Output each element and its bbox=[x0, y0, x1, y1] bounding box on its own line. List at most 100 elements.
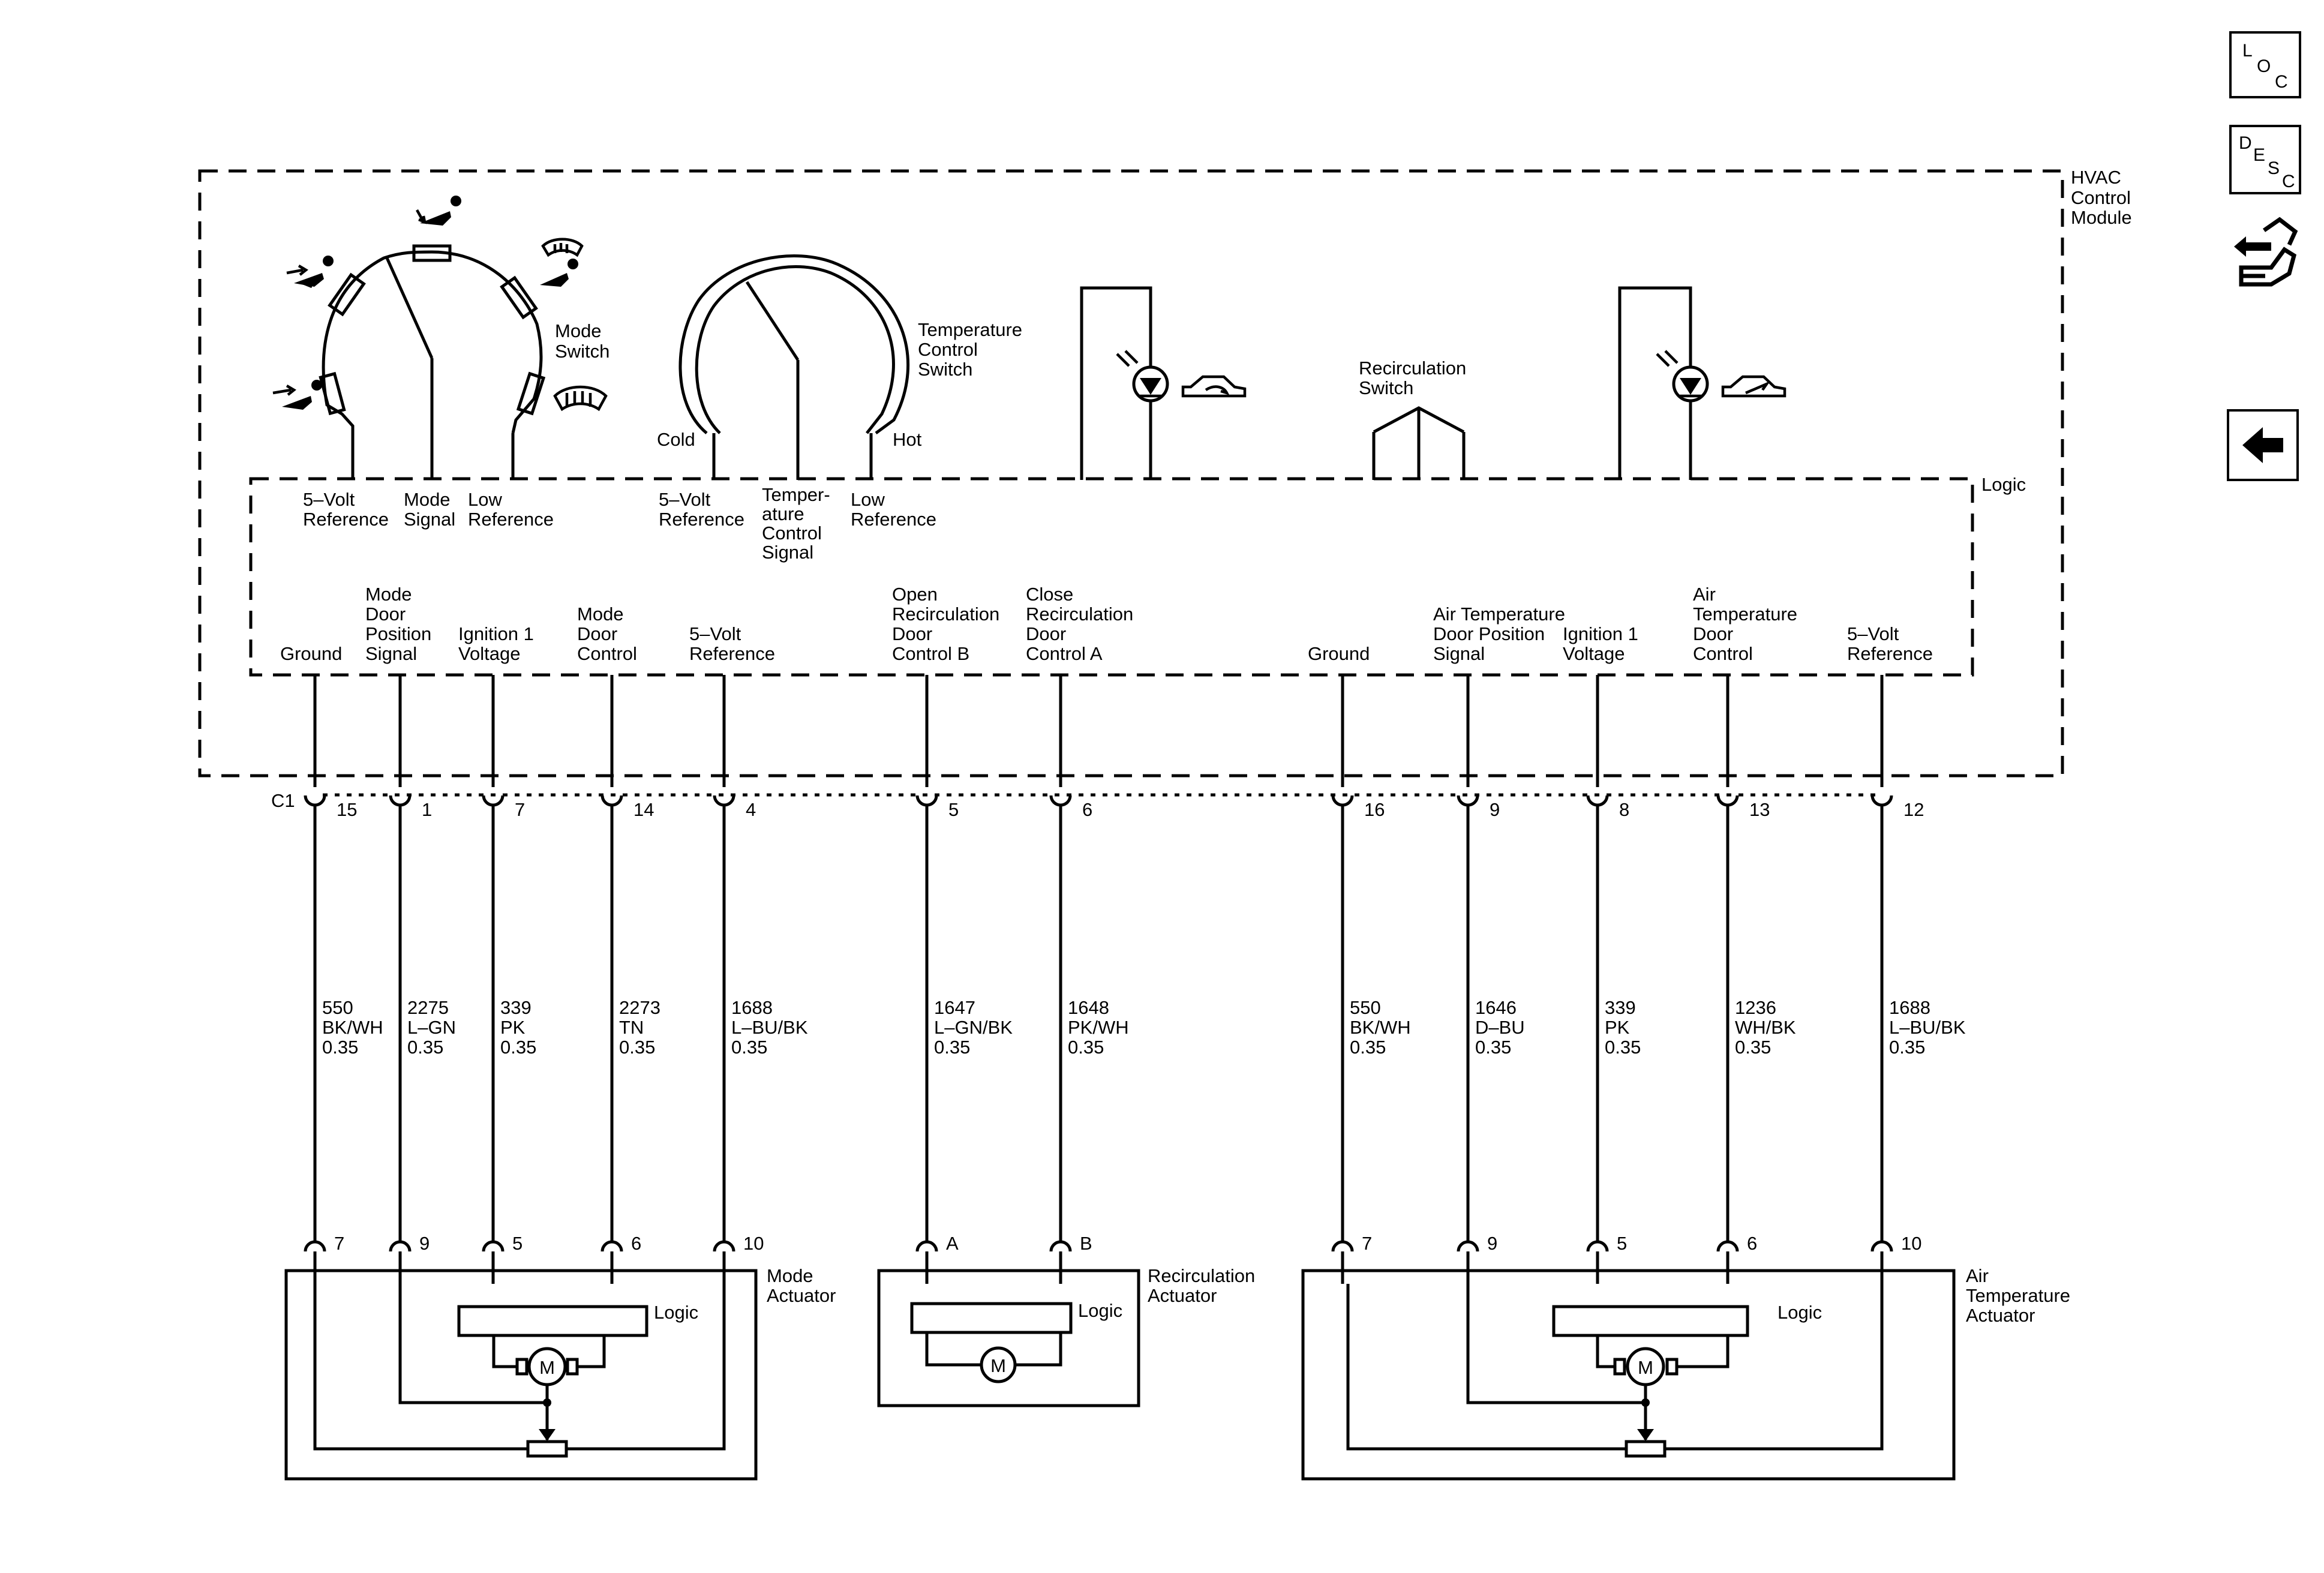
actuator-pin-number: 6 bbox=[1747, 1233, 1757, 1254]
module-pin-label: Reference bbox=[689, 643, 775, 664]
module-pin-label: Open bbox=[892, 584, 938, 605]
temperature-control-switch bbox=[678, 254, 909, 480]
recirculation-actuator-internals: Logic M bbox=[910, 1300, 1122, 1383]
module-pin-label: Control bbox=[1693, 643, 1753, 664]
temperature-switch-terminal-labels: 5–Volt Reference Temper- ature Control S… bbox=[659, 484, 936, 563]
circuit-number: 1647 bbox=[934, 997, 975, 1018]
svg-text:Mode: Mode bbox=[767, 1265, 813, 1286]
temperature-switch-label: Temperature Control Switch bbox=[918, 319, 1022, 380]
vent-mode-icon bbox=[272, 380, 322, 410]
svg-text:Logic: Logic bbox=[1078, 1300, 1122, 1321]
actuator-pin-number: 10 bbox=[743, 1233, 764, 1254]
actuator-cavity bbox=[600, 1240, 623, 1252]
actuator-cavity bbox=[1049, 1240, 1072, 1252]
svg-text:Module: Module bbox=[2071, 207, 2132, 228]
svg-text:Temperature: Temperature bbox=[1966, 1285, 2070, 1306]
wire-gauge: 0.35 bbox=[1735, 1037, 1771, 1058]
wire-gauge: 0.35 bbox=[619, 1037, 655, 1058]
module-pin-label: Air bbox=[1693, 584, 1716, 605]
recirculation-switch-label: Recirculation Switch bbox=[1359, 358, 1466, 398]
mode-actuator-logic-block bbox=[457, 1305, 648, 1337]
connector-cavity bbox=[1457, 795, 1479, 807]
svg-text:Switch: Switch bbox=[555, 341, 609, 362]
back-arrow-icon bbox=[2242, 427, 2283, 463]
mode-switch-label: Mode Switch bbox=[555, 320, 609, 362]
defrost-mode-icon bbox=[553, 385, 608, 412]
actuator-cavity bbox=[304, 1240, 326, 1252]
circuit-number: 1648 bbox=[1068, 997, 1109, 1018]
svg-text:HVAC: HVAC bbox=[2071, 167, 2121, 188]
circuit-number: 339 bbox=[1605, 997, 1636, 1018]
circuit-number: 1646 bbox=[1475, 997, 1517, 1018]
wire-color: TN bbox=[619, 1017, 644, 1038]
svg-text:M: M bbox=[539, 1357, 555, 1378]
recirculation-actuator-box bbox=[877, 1269, 1140, 1407]
module-title: HVAC Control Module bbox=[2071, 167, 2132, 228]
module-pin-label: Control B bbox=[892, 643, 969, 664]
module-pin-label: Close bbox=[1026, 584, 1073, 605]
svg-text:Mode: Mode bbox=[555, 320, 602, 341]
module-pin-label: Door bbox=[1026, 623, 1066, 644]
logic-label: Logic bbox=[1981, 474, 2026, 495]
recirculation-actuator-label: Recirculation Actuator bbox=[1148, 1265, 1255, 1306]
recirculation-actuator-motor bbox=[980, 1346, 1017, 1383]
floor-mode-icon bbox=[416, 196, 461, 226]
bilevel-mode-icon bbox=[286, 256, 334, 289]
svg-text:Air: Air bbox=[1966, 1265, 1989, 1286]
wires: Ground15550BK/WH0.357ModeDoorPositionSig… bbox=[280, 584, 1966, 1284]
module-pin-label: Position bbox=[365, 623, 431, 644]
actuator-cavity bbox=[1331, 1240, 1354, 1252]
wire-gauge: 0.35 bbox=[1605, 1037, 1641, 1058]
module-pin-label: Voltage bbox=[458, 643, 520, 664]
mode-switch-terminal-labels: 5–Volt Reference Mode Signal Low Referen… bbox=[303, 489, 554, 530]
module-pin-label: Ground bbox=[1308, 643, 1370, 664]
recirculation-car-icon bbox=[1181, 375, 1247, 398]
connector-pin-number: 12 bbox=[1903, 799, 1924, 820]
actuator-cavity bbox=[713, 1240, 735, 1252]
mode-actuator-box bbox=[284, 1269, 758, 1481]
wire-color: L–GN/BK bbox=[934, 1017, 1013, 1038]
svg-text:Actuator: Actuator bbox=[767, 1285, 836, 1306]
circuit-number: 1236 bbox=[1735, 997, 1776, 1018]
connector-hand-icon bbox=[2234, 217, 2298, 287]
wire-gauge: 0.35 bbox=[322, 1037, 358, 1058]
logic-boundary bbox=[249, 477, 1974, 677]
connector-cavity bbox=[1716, 795, 1739, 807]
module-pin-label: Temperature bbox=[1693, 604, 1797, 625]
svg-text:M: M bbox=[1638, 1357, 1653, 1378]
svg-text:Temperature: Temperature bbox=[918, 319, 1022, 340]
svg-text:Low: Low bbox=[468, 489, 502, 510]
svg-text:Actuator: Actuator bbox=[1966, 1305, 2035, 1326]
outside-air-car-icon bbox=[1721, 375, 1786, 398]
connector-cavity bbox=[600, 795, 623, 807]
module-pin-label: Recirculation bbox=[892, 604, 999, 625]
actuator-pin-number: 5 bbox=[512, 1233, 523, 1254]
back-button[interactable] bbox=[2227, 409, 2299, 481]
actuator-cavity bbox=[1586, 1240, 1609, 1252]
connector-pin-number: 7 bbox=[515, 799, 525, 820]
svg-text:Control: Control bbox=[918, 339, 978, 360]
hvac-module-boundary bbox=[198, 169, 2064, 778]
svg-text:Signal: Signal bbox=[762, 542, 813, 563]
circuit-number: 339 bbox=[500, 997, 532, 1018]
connector-pin-number: 15 bbox=[337, 799, 357, 820]
connector-pin-number: 9 bbox=[1490, 799, 1500, 820]
module-pin-label: Door bbox=[892, 623, 932, 644]
wire-color: BK/WH bbox=[1350, 1017, 1411, 1038]
module-pin-label: Control bbox=[577, 643, 637, 664]
location-button[interactable]: L O C bbox=[2229, 31, 2301, 98]
air-temperature-actuator-logic-block bbox=[1552, 1305, 1749, 1337]
mode-actuator-logic-label: Logic bbox=[654, 1302, 698, 1323]
svg-text:Logic: Logic bbox=[1777, 1302, 1822, 1323]
connector-end-view-button[interactable] bbox=[2229, 214, 2301, 293]
description-button[interactable]: D E S C bbox=[2229, 125, 2301, 194]
actuator-pin-number: 9 bbox=[1487, 1233, 1497, 1254]
module-pin-label: Door bbox=[577, 623, 617, 644]
air-temperature-actuator-box bbox=[1301, 1269, 1956, 1481]
module-pin-label: Signal bbox=[1433, 643, 1485, 664]
module-pin-label: Mode bbox=[365, 584, 412, 605]
wire-color: L–BU/BK bbox=[1889, 1017, 1966, 1038]
svg-text:Low: Low bbox=[851, 489, 885, 510]
connector-cavity bbox=[713, 795, 735, 807]
module-pin-label: Recirculation bbox=[1026, 604, 1133, 625]
